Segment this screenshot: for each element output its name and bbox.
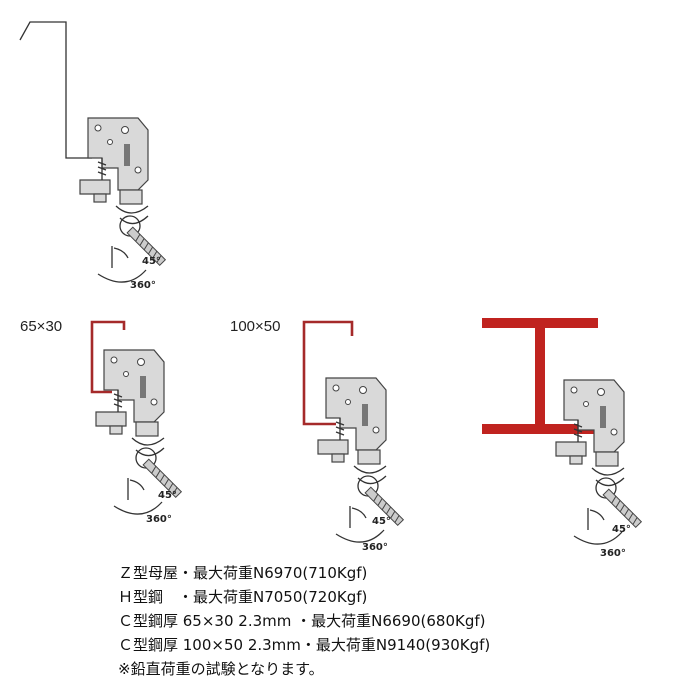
spec-line-z: Ｚ型母屋・最大荷重N6970(710Kgf)	[118, 564, 368, 582]
svg-text:45°: 45°	[612, 524, 631, 535]
spec-line-c100: Ｃ型鋼厚 100×50 2.3mm・最大荷重N9140(930Kgf)	[118, 636, 491, 654]
c100-label: 100×50	[230, 318, 281, 335]
spec-note: ※鉛直荷重の試験となります。	[118, 660, 324, 678]
c65-label: 65×30	[20, 318, 63, 335]
svg-text:360°: 360°	[146, 514, 172, 525]
spec-line-c65: Ｃ型鋼厚 65×30 2.3mm ・最大荷重N6690(680Kgf)	[118, 612, 486, 630]
svg-text:360°: 360°	[600, 548, 626, 559]
svg-text:360°: 360°	[362, 542, 388, 553]
spec-line-h: Ｈ型鋼 ・最大荷重N7050(720Kgf)	[118, 588, 368, 606]
angle-360-label: 360°	[130, 280, 156, 291]
angle-45-label: 45°	[142, 256, 161, 267]
svg-text:45°: 45°	[372, 516, 391, 527]
svg-text:45°: 45°	[158, 490, 177, 501]
